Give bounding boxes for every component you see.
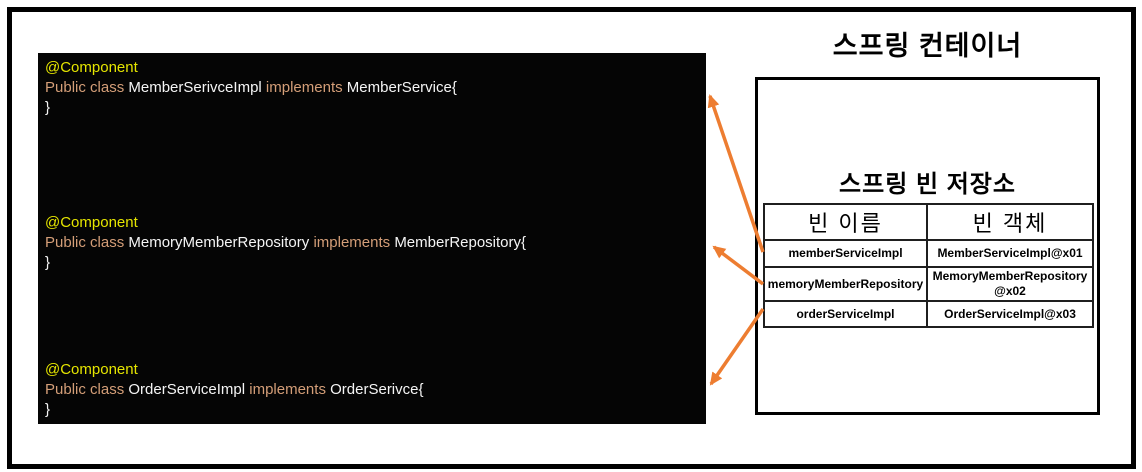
closing-brace: } (45, 99, 51, 116)
closing-brace: } (45, 254, 51, 271)
interface-name: MemberRepository{ (394, 234, 527, 251)
class-declaration: Public class MemoryMemberRepository impl… (45, 233, 526, 253)
interface-name: OrderSerivce{ (330, 381, 424, 398)
implements-keyword: implements (265, 79, 343, 96)
bean-object-cell: MemberServiceImpl@x01 (926, 239, 1094, 268)
class-declaration: Public class OrderServiceImpl implements… (45, 380, 424, 400)
bean-name-cell: memberServiceImpl (763, 239, 928, 268)
bean-table-header-row: 빈 이름 빈 객체 (763, 203, 1094, 241)
spring-container-box: 스프링 빈 저장소 빈 이름 빈 객체 memberServiceImpl Me… (755, 77, 1100, 415)
modifier-keyword: Public class (45, 79, 125, 96)
closing-brace: } (45, 401, 51, 418)
code-block-memory-member-repository: @Component Public class MemoryMemberRepo… (45, 213, 526, 273)
code-panel: @Component Public class MemberSerivceImp… (38, 53, 706, 424)
interface-name: MemberService{ (346, 79, 457, 96)
bean-storage-title: 스프링 빈 저장소 (839, 171, 1016, 198)
slide-border (7, 7, 1136, 469)
spring-container-title: 스프링 컨테이너 (832, 31, 1023, 61)
code-block-order-service: @Component Public class OrderServiceImpl… (45, 360, 424, 420)
bean-object-cell: MemoryMemberRepository @x02 (926, 266, 1094, 302)
table-row: memoryMemberRepository MemoryMemberRepos… (763, 266, 1094, 302)
bean-name-cell: memoryMemberRepository (763, 266, 928, 302)
modifier-keyword: Public class (45, 234, 125, 251)
table-row: memberServiceImpl MemberServiceImpl@x01 (763, 239, 1094, 268)
implements-keyword: implements (249, 381, 326, 398)
table-row: orderServiceImpl OrderServiceImpl@x03 (763, 300, 1094, 328)
component-annotation: @Component (45, 361, 138, 378)
implements-keyword: implements (313, 234, 391, 251)
bean-table-header-object: 빈 객체 (926, 203, 1094, 241)
class-name: MemberSerivceImpl (128, 79, 262, 96)
class-declaration: Public class MemberSerivceImpl implement… (45, 78, 457, 98)
modifier-keyword: Public class (45, 381, 125, 398)
component-annotation: @Component (45, 214, 138, 231)
bean-table: 빈 이름 빈 객체 memberServiceImpl MemberServic… (763, 203, 1094, 328)
bean-name-cell: orderServiceImpl (763, 300, 928, 328)
class-name: OrderServiceImpl (128, 381, 246, 398)
bean-object-cell: OrderServiceImpl@x03 (926, 300, 1094, 328)
bean-table-header-name: 빈 이름 (763, 203, 928, 241)
class-name: MemoryMemberRepository (128, 234, 310, 251)
component-annotation: @Component (45, 59, 138, 76)
code-block-member-service: @Component Public class MemberSerivceImp… (45, 58, 457, 118)
